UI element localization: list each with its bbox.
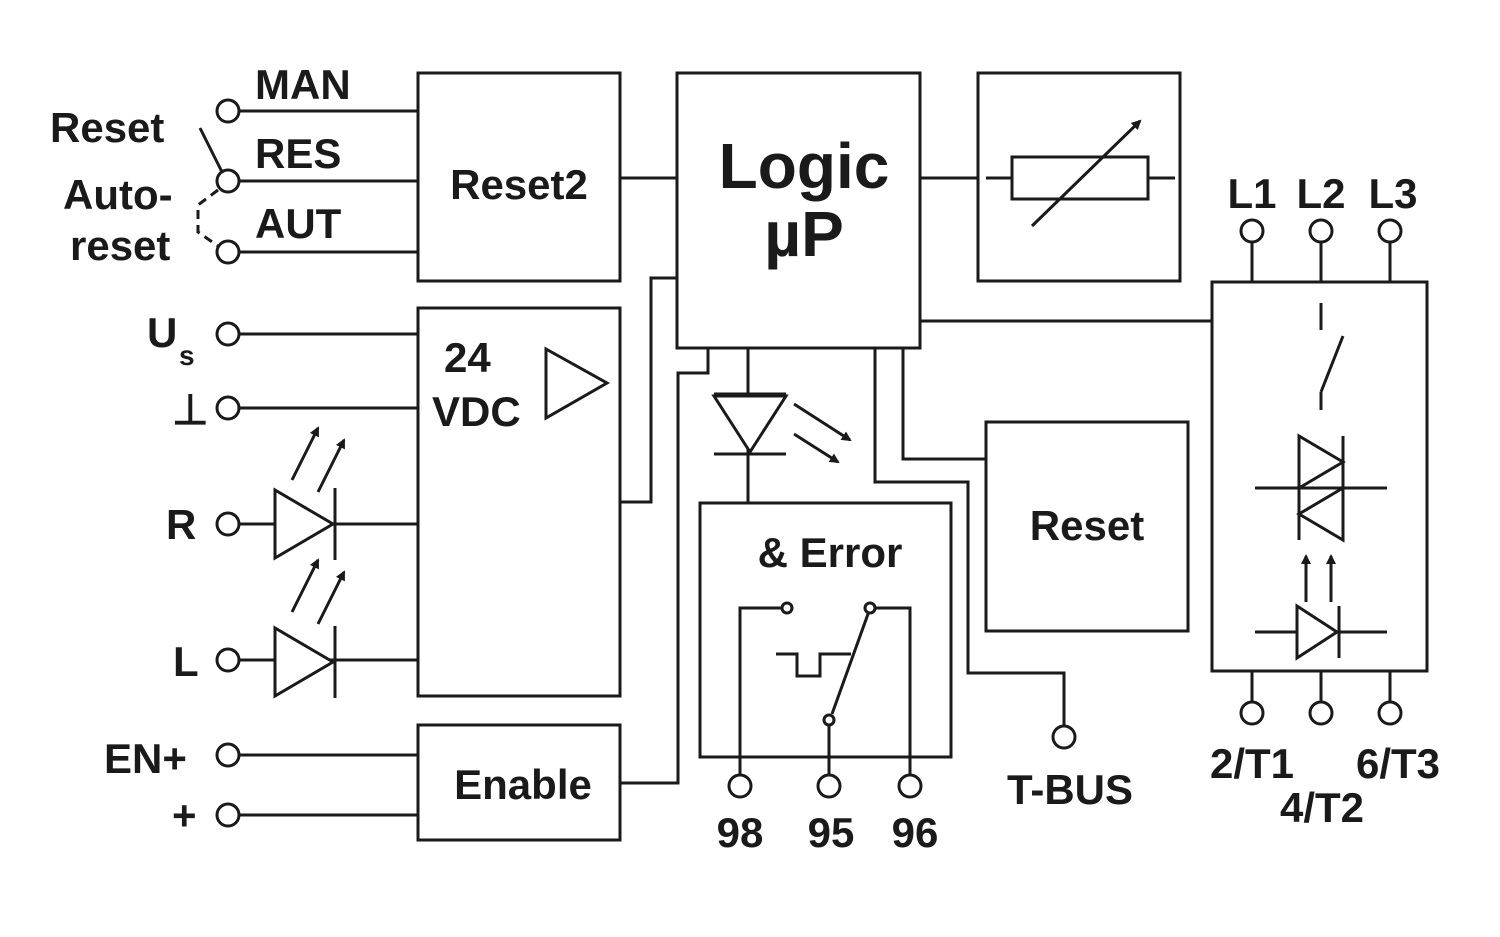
us-subscript: s xyxy=(179,340,195,371)
man-terminal xyxy=(215,98,241,124)
terminal-96-label: 96 xyxy=(892,809,939,856)
tbus-label: T-BUS xyxy=(1007,766,1133,813)
amplifier-icon xyxy=(544,346,611,421)
relay-contact-icon xyxy=(738,601,912,786)
reset2-label: Reset2 xyxy=(450,161,588,208)
tbus-terminal xyxy=(1051,724,1077,750)
auto-reset-label-1: Auto- xyxy=(63,171,173,218)
potentiometer-icon xyxy=(986,119,1175,228)
logic-to-reset-wire xyxy=(901,348,986,461)
l-label: L xyxy=(173,638,199,685)
triac-icon xyxy=(1255,433,1387,543)
t1-label: 2/T1 xyxy=(1210,740,1294,787)
res-terminal xyxy=(215,168,241,194)
supply-to-logic-wire xyxy=(620,276,677,504)
led-l-icon xyxy=(273,558,346,699)
l1-label: L1 xyxy=(1227,170,1276,217)
t2-terminal xyxy=(1308,700,1334,726)
auto-reset-dashed-link xyxy=(196,188,219,248)
t2-label: 4/T2 xyxy=(1280,784,1364,831)
terminal-98 xyxy=(727,773,753,799)
microprocessor-label: µP xyxy=(764,198,844,270)
reset2-block xyxy=(416,71,622,283)
man-label: MAN xyxy=(255,61,351,108)
plus-terminal xyxy=(215,802,241,828)
supply-label-24: 24 xyxy=(444,334,491,381)
r-terminal xyxy=(215,511,241,537)
reset-block xyxy=(984,420,1190,633)
en-plus-terminal xyxy=(215,742,241,768)
logic-block xyxy=(675,71,922,350)
ground-label: ⊥ xyxy=(172,386,209,433)
auto-reset-label-2: reset xyxy=(70,222,170,269)
terminal-95-label: 95 xyxy=(808,809,855,856)
t3-label: 6/T3 xyxy=(1356,740,1440,787)
enable-block xyxy=(416,723,622,842)
reset-switch-label: Reset xyxy=(50,104,164,151)
supply-label-vdc: VDC xyxy=(432,388,521,435)
r-label: R xyxy=(166,501,196,548)
reset-label: Reset xyxy=(1030,502,1144,549)
us-terminal xyxy=(215,321,241,347)
terminal-96 xyxy=(897,773,923,799)
enable-to-logic-wire xyxy=(620,348,710,785)
ground-terminal xyxy=(215,395,241,421)
l-terminal xyxy=(215,647,241,673)
error-label: & Error xyxy=(758,529,903,576)
reset-switch-lever xyxy=(198,127,226,177)
contact-switch-icon xyxy=(1319,303,1345,410)
plus-label: + xyxy=(172,792,197,839)
aut-terminal xyxy=(215,239,241,265)
motor-switch-block xyxy=(1210,280,1429,673)
tbus-wire xyxy=(873,348,1066,725)
t3-terminal xyxy=(1377,700,1403,726)
opto-diode-icon xyxy=(1255,603,1387,661)
us-label: U xyxy=(147,309,177,356)
enable-label: Enable xyxy=(454,761,592,808)
l2-terminal xyxy=(1308,218,1334,244)
aut-label: AUT xyxy=(255,200,342,247)
led-r-icon xyxy=(273,426,346,561)
status-led-icon xyxy=(711,392,852,464)
l3-label: L3 xyxy=(1368,170,1417,217)
res-label: RES xyxy=(255,130,341,177)
l2-label: L2 xyxy=(1296,170,1345,217)
terminal-95 xyxy=(816,773,842,799)
logic-label: Logic xyxy=(719,130,890,202)
optocoupler-arrows-icon xyxy=(1301,554,1336,602)
terminal-98-label: 98 xyxy=(717,809,764,856)
t1-terminal xyxy=(1239,700,1265,726)
l3-terminal xyxy=(1377,218,1403,244)
en-plus-label: EN+ xyxy=(104,735,187,782)
l1-terminal xyxy=(1239,218,1265,244)
